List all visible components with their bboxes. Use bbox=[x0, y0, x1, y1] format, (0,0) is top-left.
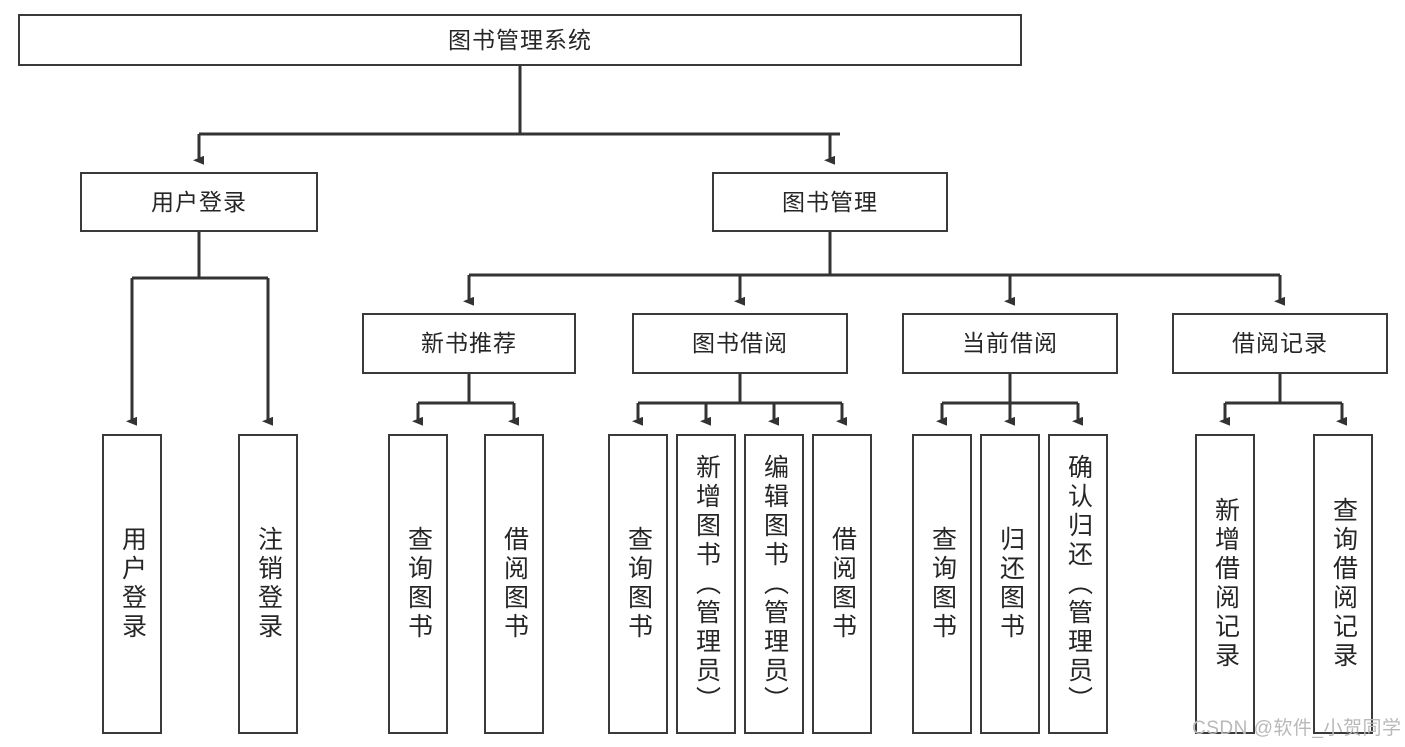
leaf-confirm-return[interactable]: 确认归还（管理员） bbox=[1048, 434, 1108, 734]
leaf-borrow-book-1-label: 借阅图书 bbox=[500, 526, 529, 642]
node-new-book-recommend[interactable]: 新书推荐 bbox=[362, 313, 576, 374]
leaf-return-book-label: 归还图书 bbox=[996, 526, 1025, 642]
leaf-add-book[interactable]: 新增图书（管理员） bbox=[676, 434, 736, 734]
node-root[interactable]: 图书管理系统 bbox=[18, 14, 1022, 66]
leaf-query-book-3[interactable]: 查询图书 bbox=[912, 434, 972, 734]
leaf-borrow-book-2[interactable]: 借阅图书 bbox=[812, 434, 872, 734]
node-book-management[interactable]: 图书管理 bbox=[712, 172, 948, 232]
leaf-return-book[interactable]: 归还图书 bbox=[980, 434, 1040, 734]
node-book-borrow-label: 图书借阅 bbox=[692, 330, 788, 357]
leaf-user-login-label: 用户登录 bbox=[118, 526, 147, 642]
leaf-query-book-1-label: 查询图书 bbox=[404, 526, 433, 642]
leaf-logout-label: 注销登录 bbox=[254, 526, 283, 642]
node-user-login-label: 用户登录 bbox=[151, 188, 247, 215]
leaf-query-record[interactable]: 查询借阅记录 bbox=[1313, 434, 1373, 734]
leaf-add-record[interactable]: 新增借阅记录 bbox=[1195, 434, 1255, 734]
leaf-add-record-label: 新增借阅记录 bbox=[1211, 497, 1240, 671]
node-book-borrow[interactable]: 图书借阅 bbox=[632, 313, 848, 374]
node-borrow-record-label: 借阅记录 bbox=[1232, 330, 1328, 357]
leaf-edit-book[interactable]: 编辑图书（管理员） bbox=[744, 434, 804, 734]
leaf-query-record-label: 查询借阅记录 bbox=[1329, 497, 1358, 671]
node-book-management-label: 图书管理 bbox=[782, 188, 878, 215]
leaf-query-book-2-label: 查询图书 bbox=[624, 526, 653, 642]
leaf-add-book-label: 新增图书（管理员） bbox=[692, 453, 721, 715]
node-user-login[interactable]: 用户登录 bbox=[80, 172, 318, 232]
node-new-book-recommend-label: 新书推荐 bbox=[421, 330, 517, 357]
leaf-user-login[interactable]: 用户登录 bbox=[102, 434, 162, 734]
leaf-logout[interactable]: 注销登录 bbox=[238, 434, 298, 734]
leaf-borrow-book-1[interactable]: 借阅图书 bbox=[484, 434, 544, 734]
leaf-query-book-3-label: 查询图书 bbox=[928, 526, 957, 642]
leaf-borrow-book-2-label: 借阅图书 bbox=[828, 526, 857, 642]
node-root-label: 图书管理系统 bbox=[448, 26, 592, 53]
node-current-borrow-label: 当前借阅 bbox=[962, 330, 1058, 357]
leaf-query-book-2[interactable]: 查询图书 bbox=[608, 434, 668, 734]
leaf-confirm-return-label: 确认归还（管理员） bbox=[1064, 453, 1093, 715]
leaf-edit-book-label: 编辑图书（管理员） bbox=[760, 453, 789, 715]
node-current-borrow[interactable]: 当前借阅 bbox=[902, 313, 1118, 374]
node-borrow-record[interactable]: 借阅记录 bbox=[1172, 313, 1388, 374]
leaf-query-book-1[interactable]: 查询图书 bbox=[388, 434, 448, 734]
